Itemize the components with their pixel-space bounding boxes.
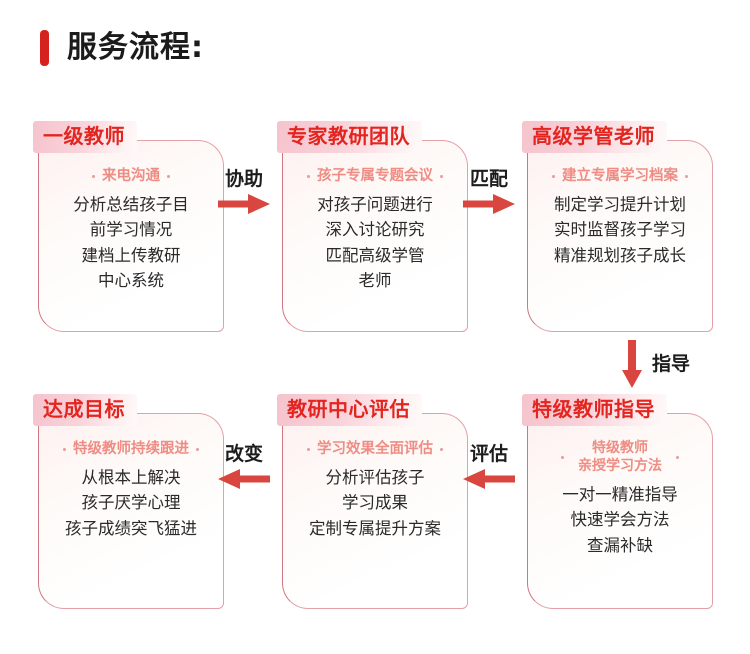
dot-icon xyxy=(685,174,688,178)
flow-card-6-subtitle-text: 特级教师持续跟进 xyxy=(73,441,189,457)
dot-icon xyxy=(440,447,443,451)
dot-icon xyxy=(196,447,199,451)
flow-card-6-body-line: 孩子成绩突飞猛进 xyxy=(65,518,197,538)
flow-card-3-subtitle-text: 建立专属学习档案 xyxy=(562,168,678,184)
flow-card-3-body: 制定学习提升计划 实时监督孩子学习 精准规划孩子成长 xyxy=(536,192,704,269)
flow-card-4[interactable]: 特级教师指导 特级教师 亲授学习方法 一对一精准指导 快速学会方法 查漏补缺 xyxy=(522,394,713,609)
flow-card-1-body-line: 分析总结孩子目 xyxy=(73,194,189,214)
flow-card-6-subtitle: 特级教师持续跟进 xyxy=(47,440,215,459)
flow-card-5[interactable]: 教研中心评估 学习效果全面评估 分析评估孩子 学习成果 定制专属提升方案 xyxy=(277,394,468,609)
dot-icon xyxy=(561,456,564,460)
flow-card-1-body-line: 中心系统 xyxy=(98,271,164,291)
arrow-left-icon xyxy=(216,467,272,491)
flow-card-6-body-line: 孩子厌学心理 xyxy=(81,493,181,513)
dot-icon xyxy=(307,174,310,178)
flow-arrow-5-label: 改变 xyxy=(224,443,263,465)
flow-card-3-body-line: 实时监督孩子学习 xyxy=(554,220,686,240)
flow-card-4-badge: 特级教师指导 xyxy=(522,394,667,426)
flow-arrow-1: 协助 xyxy=(216,170,272,216)
arrow-left-icon xyxy=(461,467,517,491)
flow-card-2-body-line: 匹配高级学管 xyxy=(325,245,425,265)
flow-card-4-body-line: 一对一精准指导 xyxy=(562,484,678,504)
flow-card-3-subtitle: 建立专属学习档案 xyxy=(536,167,704,186)
flow-arrow-3: 指导 xyxy=(620,338,690,390)
flow-card-4-body: 一对一精准指导 快速学会方法 查漏补缺 xyxy=(536,482,704,559)
page-title: 服务流程: xyxy=(67,30,204,65)
flow-card-2-body-line: 深入讨论研究 xyxy=(325,220,425,240)
flow-card-2[interactable]: 专家教研团队 孩子专属专题会议 对孩子问题进行 深入讨论研究 匹配高级学管 老师 xyxy=(277,121,468,332)
flow-card-3[interactable]: 高级学管老师 建立专属学习档案 制定学习提升计划 实时监督孩子学习 精准规划孩子… xyxy=(522,121,713,332)
flow-card-2-subtitle-text: 孩子专属专题会议 xyxy=(317,168,433,184)
flow-card-2-body-line: 对孩子问题进行 xyxy=(317,194,433,214)
flow-card-6-body-line: 从根本上解决 xyxy=(81,467,181,487)
dot-icon xyxy=(167,174,170,178)
flow-card-2-badge: 专家教研团队 xyxy=(277,121,422,153)
dot-icon xyxy=(676,456,679,460)
dot-icon xyxy=(92,174,95,178)
flow-card-6-body: 从根本上解决 孩子厌学心理 孩子成绩突飞猛进 xyxy=(47,465,215,542)
arrow-right-icon xyxy=(216,192,272,216)
flow-card-1-badge: 一级教师 xyxy=(33,121,137,153)
flow-card-5-subtitle: 学习效果全面评估 xyxy=(291,440,459,459)
flow-card-4-subtitle-line: 亲授学习方法 xyxy=(578,457,662,474)
flow-arrow-2: 匹配 xyxy=(461,170,517,216)
flow-card-2-subtitle: 孩子专属专题会议 xyxy=(291,167,459,186)
flow-arrow-3-label: 指导 xyxy=(652,352,691,375)
flow-card-1-subtitle-text: 来电沟通 xyxy=(102,168,160,184)
dot-icon xyxy=(63,447,66,451)
flow-card-3-badge: 高级学管老师 xyxy=(522,121,667,153)
flow-card-5-body-line: 分析评估孩子 xyxy=(325,467,425,487)
flow-card-6-badge: 达成目标 xyxy=(33,394,137,426)
flow-card-2-body: 对孩子问题进行 深入讨论研究 匹配高级学管 老师 xyxy=(291,192,459,294)
flow-card-4-subtitle: 特级教师 亲授学习方法 xyxy=(536,440,704,476)
flow-card-5-badge: 教研中心评估 xyxy=(277,394,422,426)
dot-icon xyxy=(307,447,310,451)
flow-arrow-2-label: 匹配 xyxy=(469,168,508,190)
flow-card-1-body-line: 建档上传教研 xyxy=(81,245,181,265)
dot-icon xyxy=(552,174,555,178)
flow-card-2-body-line: 老师 xyxy=(358,271,392,291)
flow-arrow-1-label: 协助 xyxy=(224,168,263,190)
flow-arrow-4: 评估 xyxy=(461,445,517,491)
flow-card-6[interactable]: 达成目标 特级教师持续跟进 从根本上解决 孩子厌学心理 孩子成绩突飞猛进 xyxy=(33,394,224,609)
flow-arrow-4-label: 评估 xyxy=(469,443,508,465)
flow-card-5-subtitle-text: 学习效果全面评估 xyxy=(317,441,433,457)
flow-card-1-body-line: 前学习情况 xyxy=(89,220,173,240)
flow-card-1-body: 分析总结孩子目 前学习情况 建档上传教研 中心系统 xyxy=(47,192,215,294)
flow-card-1-subtitle: 来电沟通 xyxy=(47,167,215,186)
flow-card-4-subtitle-line: 特级教师 xyxy=(592,440,648,456)
flow-card-5-body-line: 学习成果 xyxy=(342,493,408,513)
arrow-right-icon xyxy=(461,192,517,216)
flow-arrow-5: 改变 xyxy=(216,445,272,491)
arrow-down-icon xyxy=(620,338,644,390)
flow-card-4-body-line: 快速学会方法 xyxy=(570,510,670,530)
flow-card-3-body-line: 精准规划孩子成长 xyxy=(554,245,686,265)
page-header: 服务流程: xyxy=(40,30,204,66)
flow-card-1[interactable]: 一级教师 来电沟通 分析总结孩子目 前学习情况 建档上传教研 中心系统 xyxy=(33,121,224,332)
dot-icon xyxy=(440,174,443,178)
red-bar-marker-icon xyxy=(40,30,49,66)
flow-card-3-body-line: 制定学习提升计划 xyxy=(554,194,686,214)
flow-card-5-body: 分析评估孩子 学习成果 定制专属提升方案 xyxy=(291,465,459,542)
flow-card-5-body-line: 定制专属提升方案 xyxy=(309,518,441,538)
flow-card-4-body-line: 查漏补缺 xyxy=(587,535,653,555)
flow-card-4-subtitle-text: 特级教师 亲授学习方法 xyxy=(578,440,662,476)
